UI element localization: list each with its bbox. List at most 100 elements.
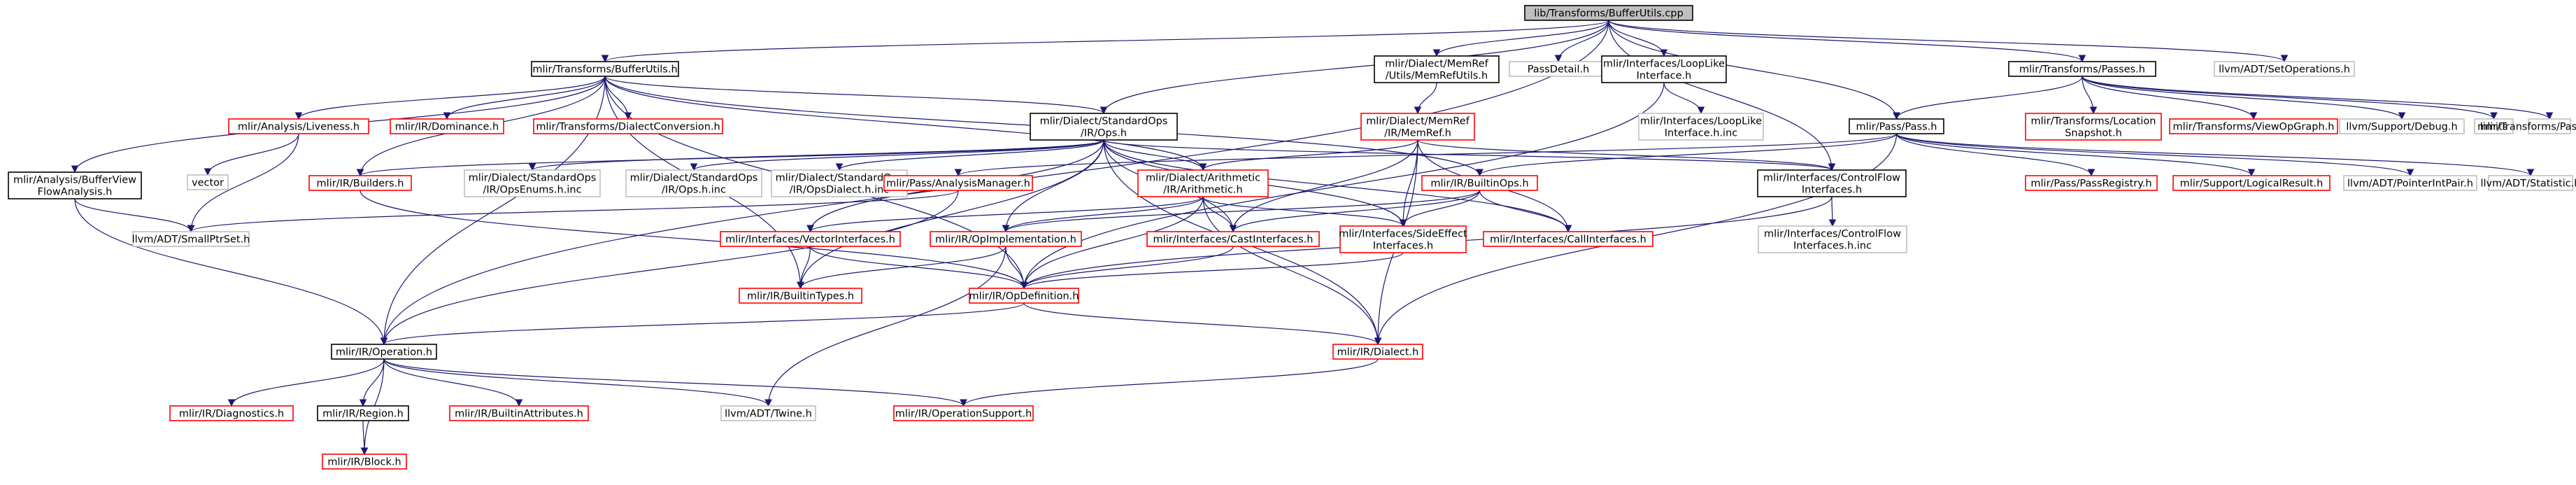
- dependency-edge-dialect-to-opsupport: [960, 358, 1379, 407]
- node-box: [1360, 113, 1475, 141]
- node-label: mlir/Analysis/BufferView: [13, 175, 136, 186]
- dependency-edge-builtinops-to-callif: [1479, 190, 1572, 233]
- dependency-edge-vectorif-to-builtintypes: [797, 246, 811, 290]
- node-label: mlir/IR/OpDefinition.h: [969, 291, 1079, 302]
- node-passes-inc[interactable]: mlir/Transforms/Passes.h.inc: [2477, 118, 2576, 134]
- node-label: /Utils/MemRefUtils.h: [1386, 71, 1488, 82]
- node-limits[interactable]: limits: [2474, 118, 2514, 134]
- node-label: limits: [2480, 122, 2507, 133]
- node-box: [720, 405, 816, 421]
- node-label: mlir/Interfaces/CastInterfaces.h: [1153, 234, 1314, 246]
- node-setoperations[interactable]: llvm/ADT/SetOperations.h: [2214, 61, 2355, 77]
- dependency-edge-castif-to-opdef: [1020, 246, 1234, 290]
- node-controlflow-inc[interactable]: mlir/Interfaces/ControlFlowInterfaces.h.…: [1758, 225, 1907, 253]
- node-box: [1137, 169, 1269, 197]
- node-box: [1849, 118, 1944, 134]
- node-label: Snapshot.h: [2065, 128, 2122, 139]
- node-castif[interactable]: mlir/Interfaces/CastInterfaces.h: [1146, 231, 1320, 247]
- node-label: mlir/Dialect/StandardOps: [1040, 116, 1168, 127]
- node-builtintypes[interactable]: mlir/IR/BuiltinTypes.h: [739, 288, 862, 304]
- dependency-edge-passes_h-to-limits: [2082, 76, 2498, 120]
- node-builders[interactable]: mlir/IR/Builders.h: [308, 175, 412, 191]
- node-passregistry[interactable]: mlir/Pass/PassRegistry.h: [2025, 175, 2158, 191]
- node-pass-h[interactable]: mlir/Pass/Pass.h: [1849, 118, 1944, 134]
- node-twine[interactable]: llvm/ADT/Twine.h: [720, 405, 816, 421]
- node-dominance[interactable]: mlir/IR/Dominance.h: [390, 118, 504, 134]
- dependency-edge-bufferutils_h-to-dominance: [443, 76, 606, 120]
- node-diagnostics[interactable]: mlir/IR/Diagnostics.h: [169, 405, 294, 421]
- node-box: [1483, 231, 1653, 247]
- node-box: [2474, 118, 2514, 134]
- node-label: mlir/Transforms/Passes.h.inc: [2477, 122, 2576, 133]
- node-region[interactable]: mlir/IR/Region.h: [317, 405, 409, 421]
- node-analysismgr[interactable]: mlir/Pass/AnalysisManager.h: [883, 175, 1033, 191]
- node-label: mlir/IR/OpImplementation.h: [935, 234, 1076, 246]
- dependency-edge-stdops-to-callif: [1103, 139, 1572, 233]
- dependency-edge-bufferutils_h-to-arith: [604, 76, 1207, 171]
- node-box: [331, 344, 437, 360]
- node-memrefutils[interactable]: mlir/Dialect/MemRef/Utils/MemRefUtils.h: [1374, 55, 1500, 83]
- node-box: [883, 175, 1033, 191]
- dependency-edge-root-to-setoperations: [1608, 20, 2289, 63]
- dependency-edge-operation-to-builtinattrs: [383, 358, 523, 407]
- node-viewopgraph[interactable]: mlir/Transforms/ViewOpGraph.h: [2169, 118, 2338, 134]
- node-box: [2172, 175, 2331, 191]
- node-passdetail[interactable]: PassDetail.h: [1509, 61, 1608, 77]
- dependency-edge-liveness-to-vector: [204, 133, 299, 176]
- node-box: [969, 288, 1079, 304]
- node-builtinops[interactable]: mlir/IR/BuiltinOps.h: [1421, 175, 1538, 191]
- node-memref-h[interactable]: mlir/Dialect/MemRef/IR/MemRef.h: [1360, 113, 1475, 141]
- dependency-edge-analysismgr-to-smallptrset: [187, 190, 959, 233]
- node-block[interactable]: mlir/IR/Block.h: [322, 454, 407, 470]
- node-label: mlir/Transforms/BufferUtils.h: [532, 64, 677, 76]
- node-arith[interactable]: mlir/Dialect/Arithmetic/IR/Arithmetic.h: [1137, 169, 1269, 197]
- node-label: /IR/Arithmetic.h: [1163, 185, 1242, 196]
- node-box: [625, 169, 762, 197]
- node-operation[interactable]: mlir/IR/Operation.h: [331, 344, 437, 360]
- node-opsenums-inc[interactable]: mlir/Dialect/StandardOps/IR/OpsEnums.h.i…: [464, 169, 601, 197]
- node-builtinattrs[interactable]: mlir/IR/BuiltinAttributes.h: [449, 405, 589, 421]
- node-box: [2008, 61, 2156, 77]
- node-stdops[interactable]: mlir/Dialect/StandardOps/IR/Ops.h: [1030, 113, 1178, 141]
- node-smallptrset[interactable]: llvm/ADT/SmallPtrSet.h: [132, 231, 250, 247]
- node-statistic[interactable]: llvm/ADT/Statistic.h: [2480, 175, 2576, 191]
- node-label: mlir/IR/BuiltinOps.h: [1430, 178, 1528, 190]
- node-opdef[interactable]: mlir/IR/OpDefinition.h: [969, 288, 1079, 304]
- node-box: [2339, 118, 2465, 134]
- node-box: [1339, 225, 1467, 253]
- dependency-edge-root-to-stdops: [1100, 20, 1609, 115]
- node-dialectconv[interactable]: mlir/Transforms/DialectConversion.h: [533, 118, 723, 134]
- node-vectorif[interactable]: mlir/Interfaces/VectorInterfaces.h: [720, 231, 901, 247]
- node-pointerintpair[interactable]: llvm/ADT/PointerIntPair.h: [2343, 175, 2477, 191]
- node-label: mlir/Transforms/Location: [2031, 116, 2156, 127]
- node-opsupport[interactable]: mlir/IR/OperationSupport.h: [893, 405, 1034, 421]
- node-box: [2025, 113, 2162, 141]
- node-box: [317, 405, 409, 421]
- node-ops-inc[interactable]: mlir/Dialect/StandardOps/IR/Ops.h.inc: [625, 169, 762, 197]
- node-callif[interactable]: mlir/Interfaces/CallInterfaces.h: [1483, 231, 1653, 247]
- node-label: mlir/Interfaces/LoopLike: [1603, 59, 1725, 70]
- node-passes-h[interactable]: mlir/Transforms/Passes.h: [2008, 61, 2156, 77]
- node-label: mlir/Dialect/StandardOps: [776, 173, 904, 184]
- node-opimpl[interactable]: mlir/IR/OpImplementation.h: [930, 231, 1082, 247]
- dependency-edge-pass_h-to-logicalresult: [1895, 133, 2256, 177]
- node-liveness[interactable]: mlir/Analysis/Liveness.h: [228, 118, 369, 134]
- node-label: mlir/Pass/AnalysisManager.h: [886, 178, 1030, 190]
- node-label: Interfaces.h.inc: [1793, 241, 1872, 252]
- node-box: [8, 171, 142, 199]
- dependency-edge-opimpl-to-builtintypes: [797, 246, 1006, 290]
- node-box: [2214, 61, 2355, 77]
- node-logicalresult[interactable]: mlir/Support/LogicalResult.h: [2172, 175, 2331, 191]
- node-box: [1524, 5, 1693, 21]
- node-dialect[interactable]: mlir/IR/Dialect.h: [1332, 344, 1423, 360]
- node-box: [2488, 175, 2573, 191]
- node-debug[interactable]: llvm/Support/Debug.h: [2339, 118, 2465, 134]
- node-vector[interactable]: vector: [187, 174, 229, 190]
- node-bufferutils-h[interactable]: mlir/Transforms/BufferUtils.h: [531, 61, 679, 77]
